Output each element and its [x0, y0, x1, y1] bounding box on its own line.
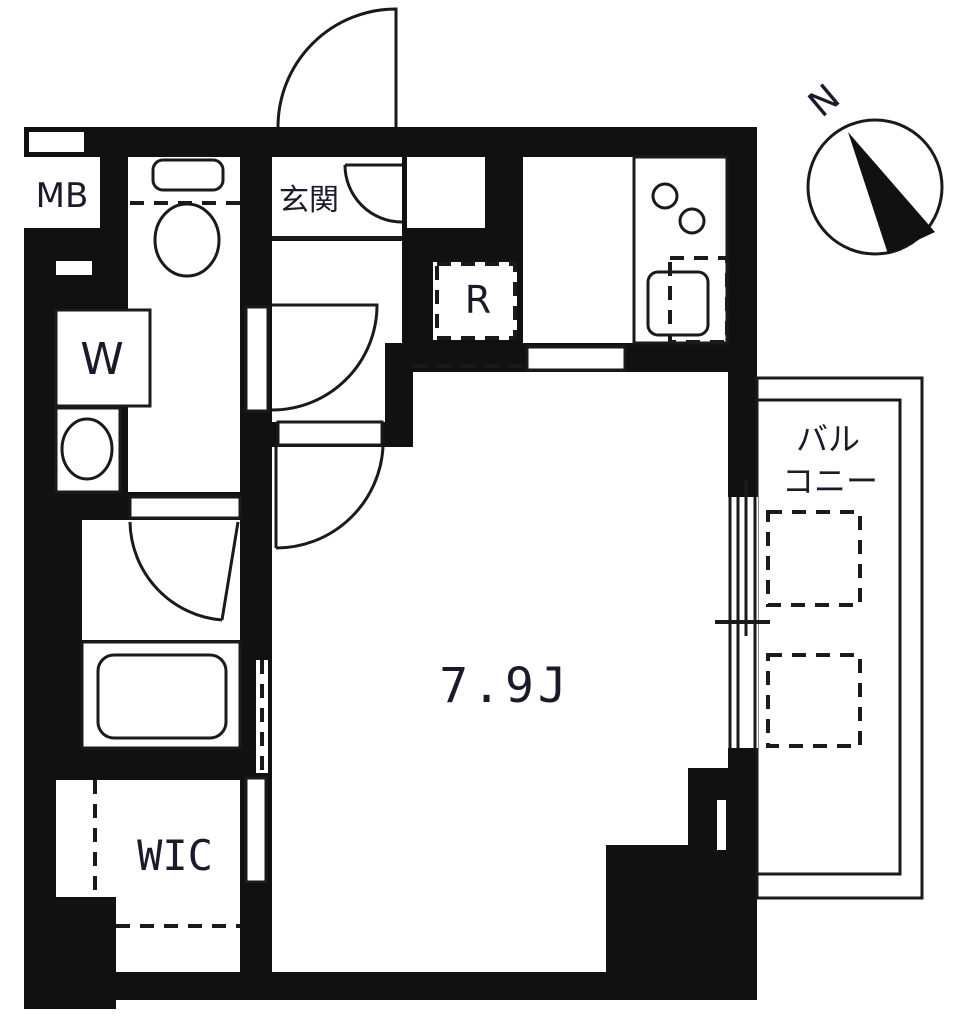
compass: N — [801, 77, 944, 256]
toilet-door-frame — [244, 305, 270, 413]
walk-in-closet — [56, 780, 240, 897]
top-left-slot — [29, 132, 84, 152]
balcony-label-1: バル — [796, 420, 860, 458]
balcony — [715, 376, 924, 900]
kitchen-opening — [525, 345, 627, 372]
washroom-door-frame — [128, 495, 242, 520]
entrance-room — [272, 157, 402, 237]
balcony-label-2: コニー — [782, 462, 878, 500]
rooms — [24, 132, 729, 972]
bathtub — [96, 653, 228, 740]
north-label: N — [801, 77, 848, 126]
sink-basin — [60, 417, 114, 481]
pillar-slot — [717, 800, 726, 850]
toilet-bowl — [153, 202, 221, 278]
toilet-tank — [151, 158, 225, 192]
shoe-storage — [407, 157, 485, 228]
refrigerator-label: R — [465, 278, 491, 322]
front-door-swing — [276, 7, 398, 128]
meter-box-label: MB — [36, 176, 89, 216]
fixtures — [60, 158, 729, 740]
meter-box-room — [24, 157, 100, 228]
north-arrow-icon — [848, 132, 935, 254]
walk-in-closet-label: WIC — [137, 831, 213, 880]
corridor-upper — [272, 241, 402, 343]
washer-space — [54, 308, 152, 408]
washroom — [82, 520, 240, 640]
living-door-frame — [276, 420, 384, 447]
closet-door-frame — [244, 776, 268, 884]
washer-label: W — [80, 334, 124, 385]
burner-1 — [651, 182, 679, 210]
living-area-label: 7.9J — [439, 658, 571, 714]
entrance-label: 玄関 — [279, 183, 339, 218]
refrigerator-space — [433, 262, 517, 340]
doors — [128, 163, 403, 622]
kitchen-sink — [646, 270, 710, 337]
burner-2 — [678, 207, 706, 235]
kitchen — [523, 157, 633, 343]
small-slot — [56, 261, 92, 275]
walk-in-closet-lower — [116, 896, 240, 972]
living-room — [272, 372, 728, 972]
